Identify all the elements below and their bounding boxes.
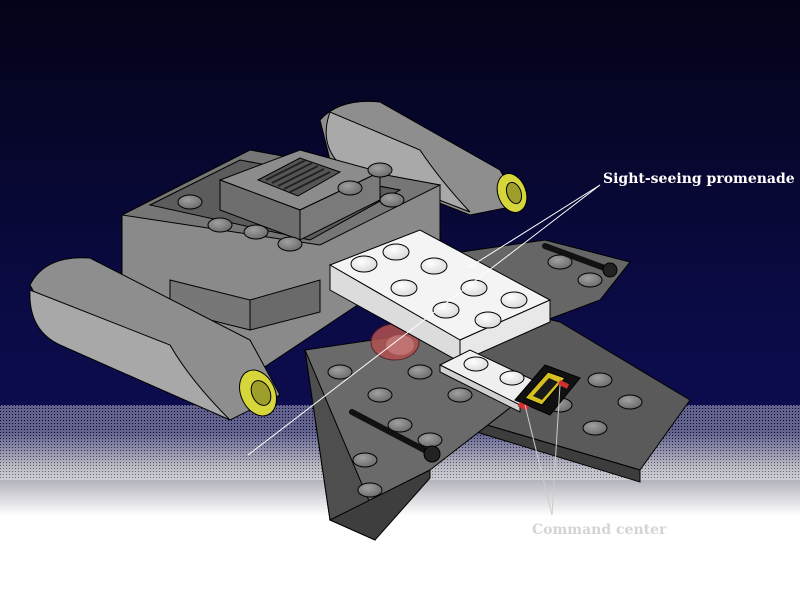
command-leader-lines xyxy=(524,384,561,516)
lower-engine xyxy=(29,257,281,421)
command-center-label: Command center xyxy=(532,522,667,538)
main-hull xyxy=(120,149,442,371)
right-wing xyxy=(438,239,691,483)
promenade-leader-lines xyxy=(247,184,601,456)
sight-seeing-promenade-label: Sight-seeing promenade xyxy=(603,171,795,187)
sight-seeing-promenade-brick xyxy=(328,229,552,413)
